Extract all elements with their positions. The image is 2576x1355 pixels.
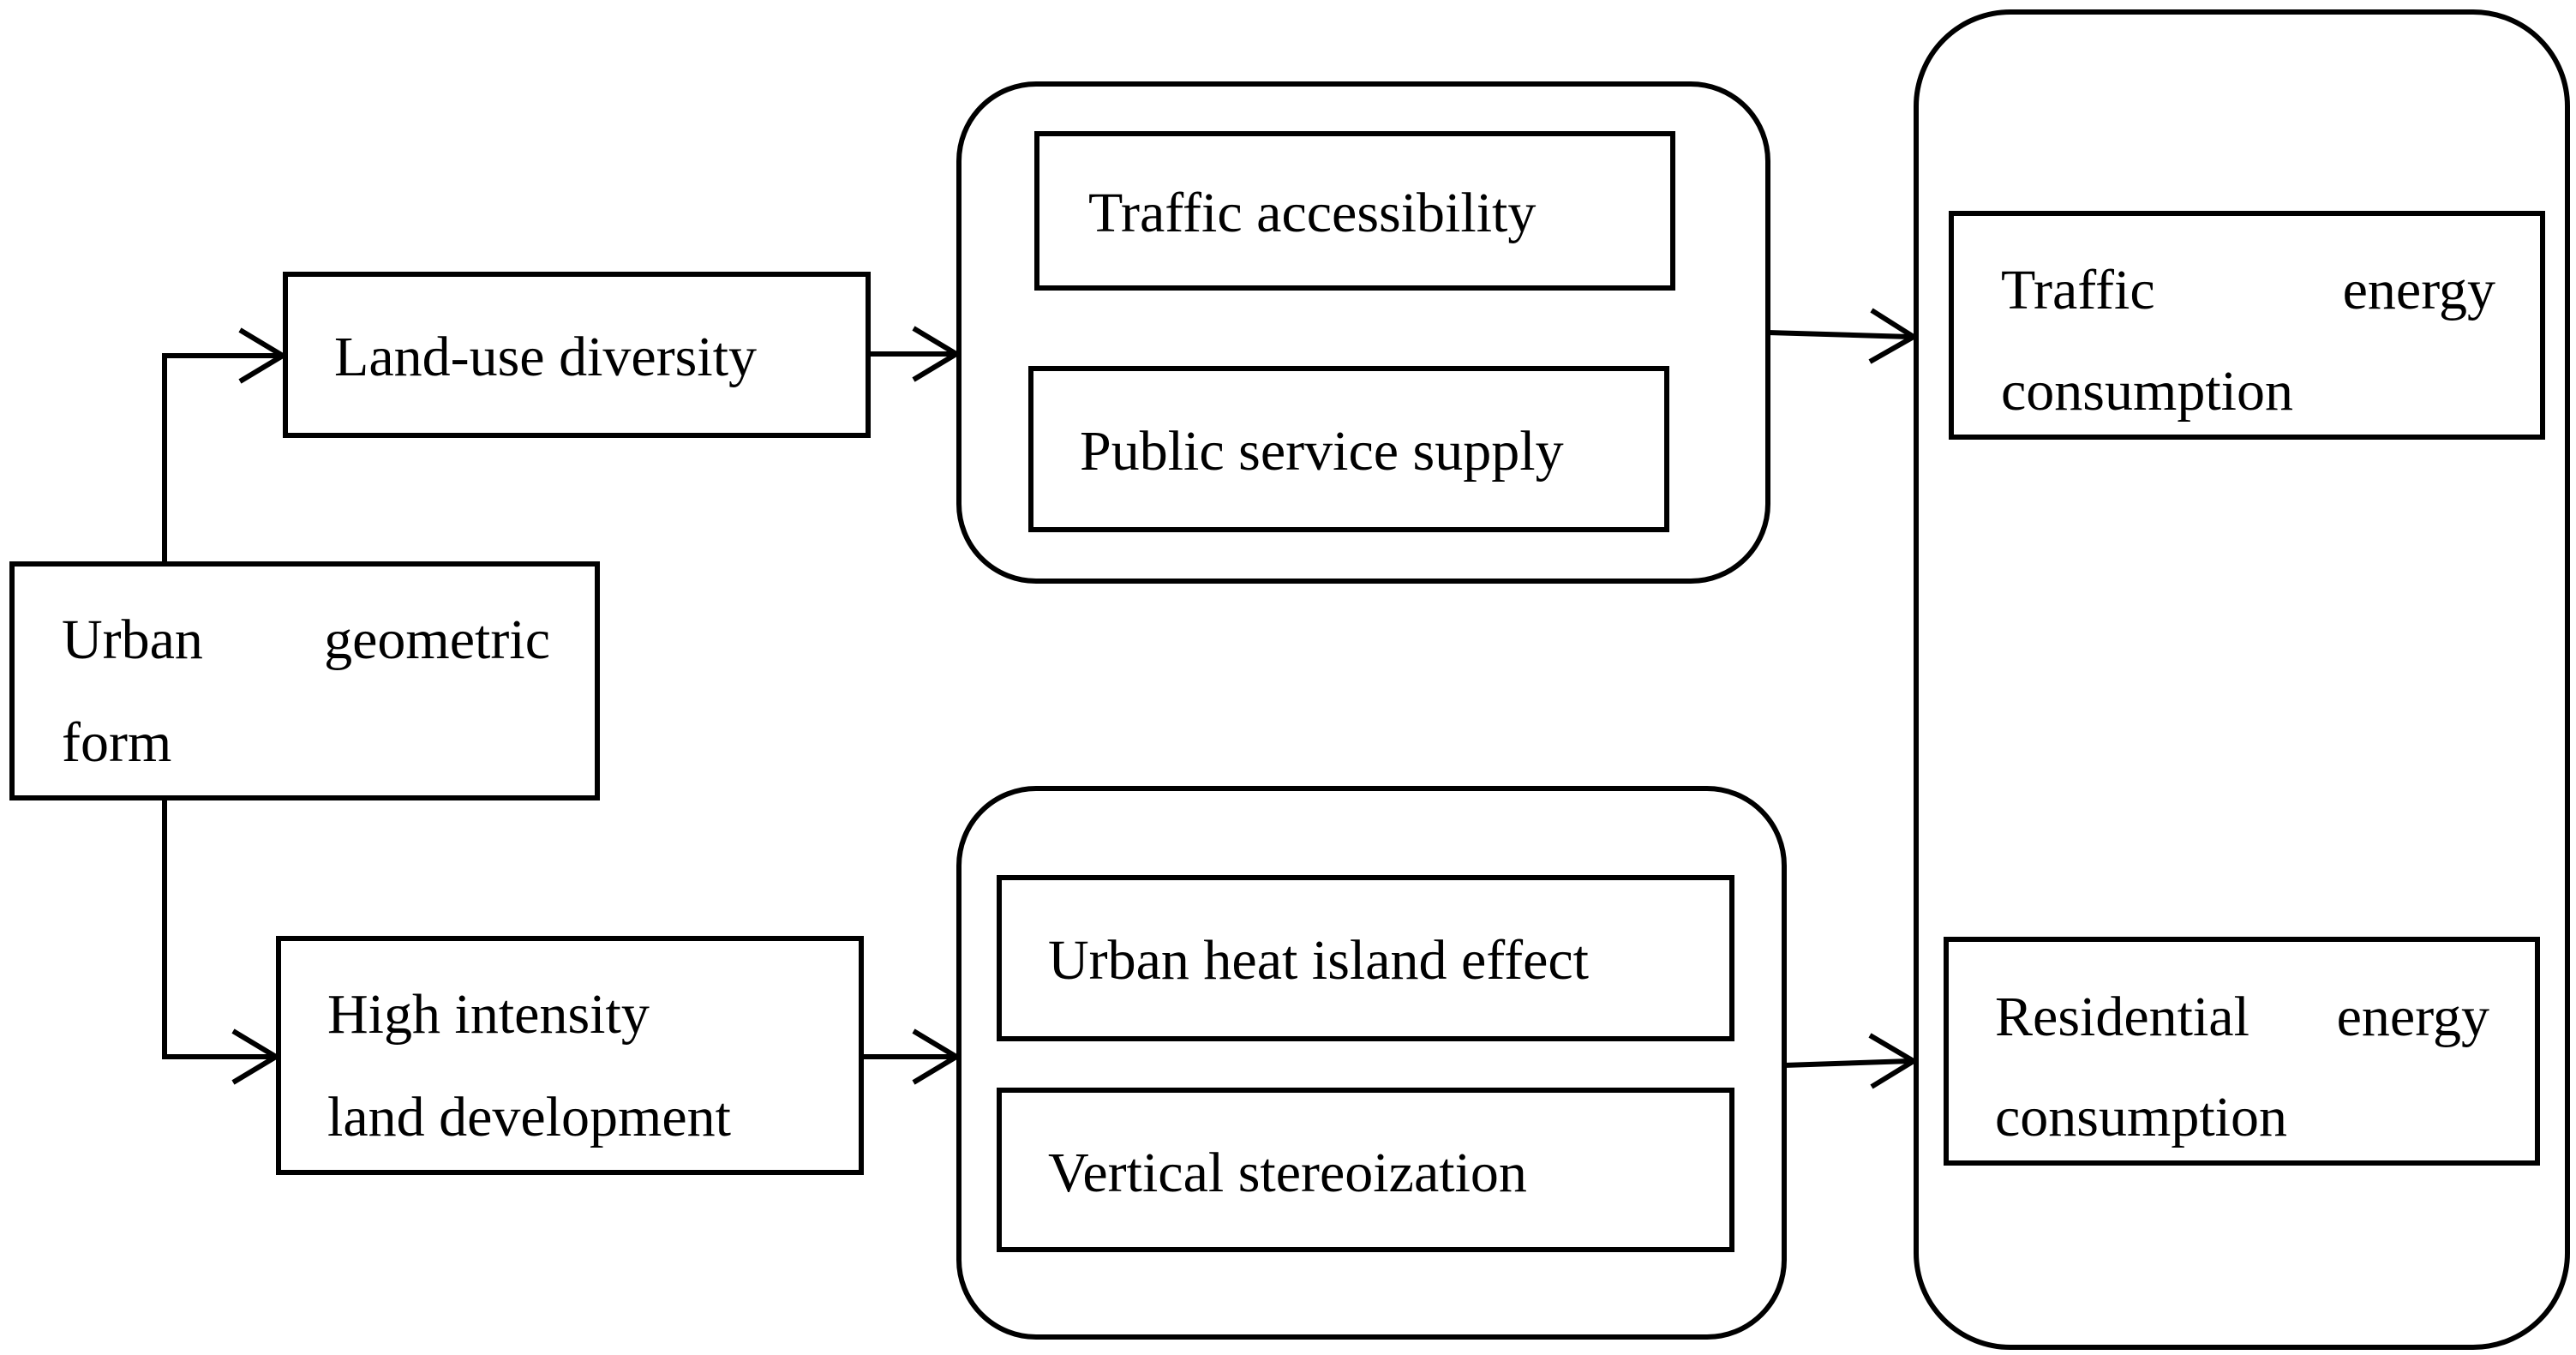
traffic-energy-word-1: Traffic: [2001, 259, 2155, 321]
node-vertical-stereoization: Vertical stereoization: [997, 1088, 1734, 1252]
public-service-label: Public service supply: [1080, 420, 1564, 483]
residential-energy-word-3: consumption: [1995, 1086, 2287, 1148]
node-land-use-diversity: Land-use diversity: [283, 272, 871, 438]
node-residential-energy-consumption: Residential energy consumption: [1944, 937, 2540, 1166]
high-intensity-line-1: High intensity: [327, 983, 650, 1046]
urban-form-word-2: geometric: [324, 609, 550, 671]
node-urban-heat-island-effect: Urban heat island effect: [997, 875, 1734, 1041]
land-development-mechanism-group: [956, 786, 1787, 1340]
node-urban-geometric-form: Urban geometric form: [9, 561, 600, 800]
edge-urban-form-to-high-intensity: [162, 798, 273, 1059]
traffic-energy-word-2: energy: [2343, 259, 2495, 321]
arrowhead-land-use: [238, 327, 288, 384]
urban-form-word-1: Urban: [62, 609, 203, 671]
high-intensity-line-2: land development: [327, 1086, 731, 1148]
edge-bottom-group-to-energy: [1783, 1058, 1911, 1068]
edge-urban-form-to-land-use: [162, 353, 279, 564]
traffic-energy-word-3: consumption: [2001, 360, 2293, 423]
edge-top-group-to-energy: [1767, 330, 1911, 339]
arrowhead-bottom-group: [912, 1028, 962, 1085]
residential-energy-word-1: Residential: [1995, 986, 2250, 1048]
urban-form-word-3: form: [62, 711, 171, 774]
heat-island-label: Urban heat island effect: [1048, 929, 1589, 992]
residential-energy-word-2: energy: [2337, 986, 2489, 1048]
arrowhead-energy-bottom: [1868, 1033, 1919, 1089]
arrowhead-energy-top: [1868, 308, 1919, 364]
traffic-accessibility-label: Traffic accessibility: [1088, 182, 1536, 244]
land-use-label: Land-use diversity: [334, 326, 757, 388]
node-high-intensity-land-development: High intensity land development: [276, 936, 864, 1175]
arrowhead-high-intensity: [231, 1028, 281, 1085]
vertical-stereoization-label: Vertical stereoization: [1048, 1142, 1527, 1204]
node-public-service-supply: Public service supply: [1028, 366, 1669, 532]
node-traffic-accessibility: Traffic accessibility: [1034, 131, 1675, 291]
node-traffic-energy-consumption: Traffic energy consumption: [1949, 211, 2545, 440]
arrowhead-top-group: [912, 326, 962, 382]
